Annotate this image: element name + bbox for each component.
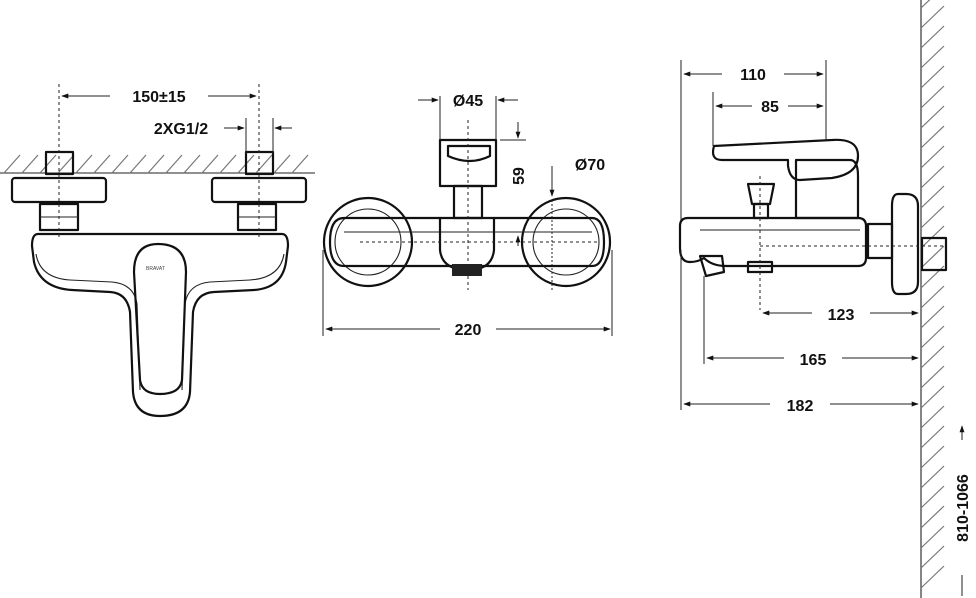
label-depth-85: 85 xyxy=(761,99,779,116)
label-diameter-large: Ø70 xyxy=(575,157,605,174)
mixer-body-side xyxy=(678,216,868,268)
left-escutcheon xyxy=(10,176,108,204)
label-depth-165: 165 xyxy=(800,352,827,369)
side-wall-nut xyxy=(920,236,948,272)
mixer-body-front xyxy=(30,232,290,418)
label-depth-110: 110 xyxy=(740,67,766,84)
left-flange-circle xyxy=(322,196,414,288)
label-width-220: 220 xyxy=(455,322,482,339)
label-thread: 2XG1/2 xyxy=(154,121,208,138)
top-view: Ø45 59 Ø70 220 xyxy=(322,93,613,339)
handle-lever-front xyxy=(132,242,188,396)
label-diameter-small: Ø45 xyxy=(453,93,483,110)
right-escutcheon xyxy=(210,176,308,204)
spout-top xyxy=(438,216,496,272)
side-view: 110 85 123 165 182 810-1066 xyxy=(678,0,972,598)
handle-lever-side xyxy=(711,138,860,182)
wall-hatch-side xyxy=(920,0,945,598)
front-view: BRAVAT 150±15 2XG1/2 xyxy=(0,84,315,418)
aerator xyxy=(452,264,482,276)
side-escutcheon xyxy=(890,192,920,296)
label-depth-182: 182 xyxy=(787,398,814,415)
brand-mark: BRAVAT xyxy=(146,266,165,272)
cartridge-body-side xyxy=(794,158,860,220)
wall-hatch-front xyxy=(0,154,315,174)
label-spacing: 150±15 xyxy=(132,89,185,106)
side-eccentric xyxy=(866,222,894,260)
label-height-59: 59 xyxy=(511,167,528,185)
label-depth-123: 123 xyxy=(828,307,855,324)
label-height-range: 810-1066 xyxy=(955,474,972,542)
spout-side xyxy=(698,254,726,278)
diverter-knob xyxy=(746,182,776,206)
cartridge-stem xyxy=(452,184,484,220)
mixer-body-top xyxy=(328,216,606,268)
